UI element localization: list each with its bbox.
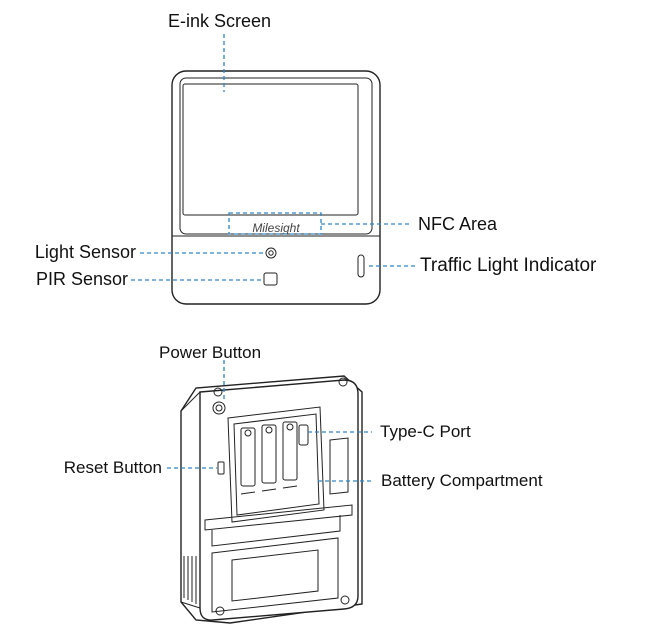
side-grille <box>183 556 197 604</box>
eink-screen <box>182 83 359 216</box>
brand-logo: Milesight <box>252 221 300 235</box>
nfc-area-box <box>228 212 322 235</box>
back-device <box>167 360 372 624</box>
traffic-light-indicator <box>357 254 365 278</box>
battery-slots <box>240 421 298 495</box>
reset-button <box>217 461 225 475</box>
battery-compartment <box>227 406 325 523</box>
label-eink-screen: E-ink Screen <box>168 11 272 31</box>
label-battery-compartment: Battery Compartment <box>381 471 543 490</box>
label-pir-sensor: PIR Sensor <box>35 269 128 289</box>
label-nfc-area: NFC Area <box>418 214 498 234</box>
label-reset-button: Reset Button <box>63 458 162 477</box>
label-power-button: Power Button <box>159 343 262 362</box>
pir-sensor <box>263 272 278 286</box>
type-c-port <box>298 424 309 446</box>
label-type-c-port: Type-C Port <box>380 422 471 441</box>
power-button <box>212 401 226 415</box>
label-traffic-light-indicator: Traffic Light Indicator <box>420 255 597 276</box>
brand-logo-text: Milesight <box>252 221 300 235</box>
label-light-sensor: Light Sensor <box>34 242 136 262</box>
light-sensor <box>265 247 277 259</box>
front-device: Milesight <box>131 34 416 305</box>
